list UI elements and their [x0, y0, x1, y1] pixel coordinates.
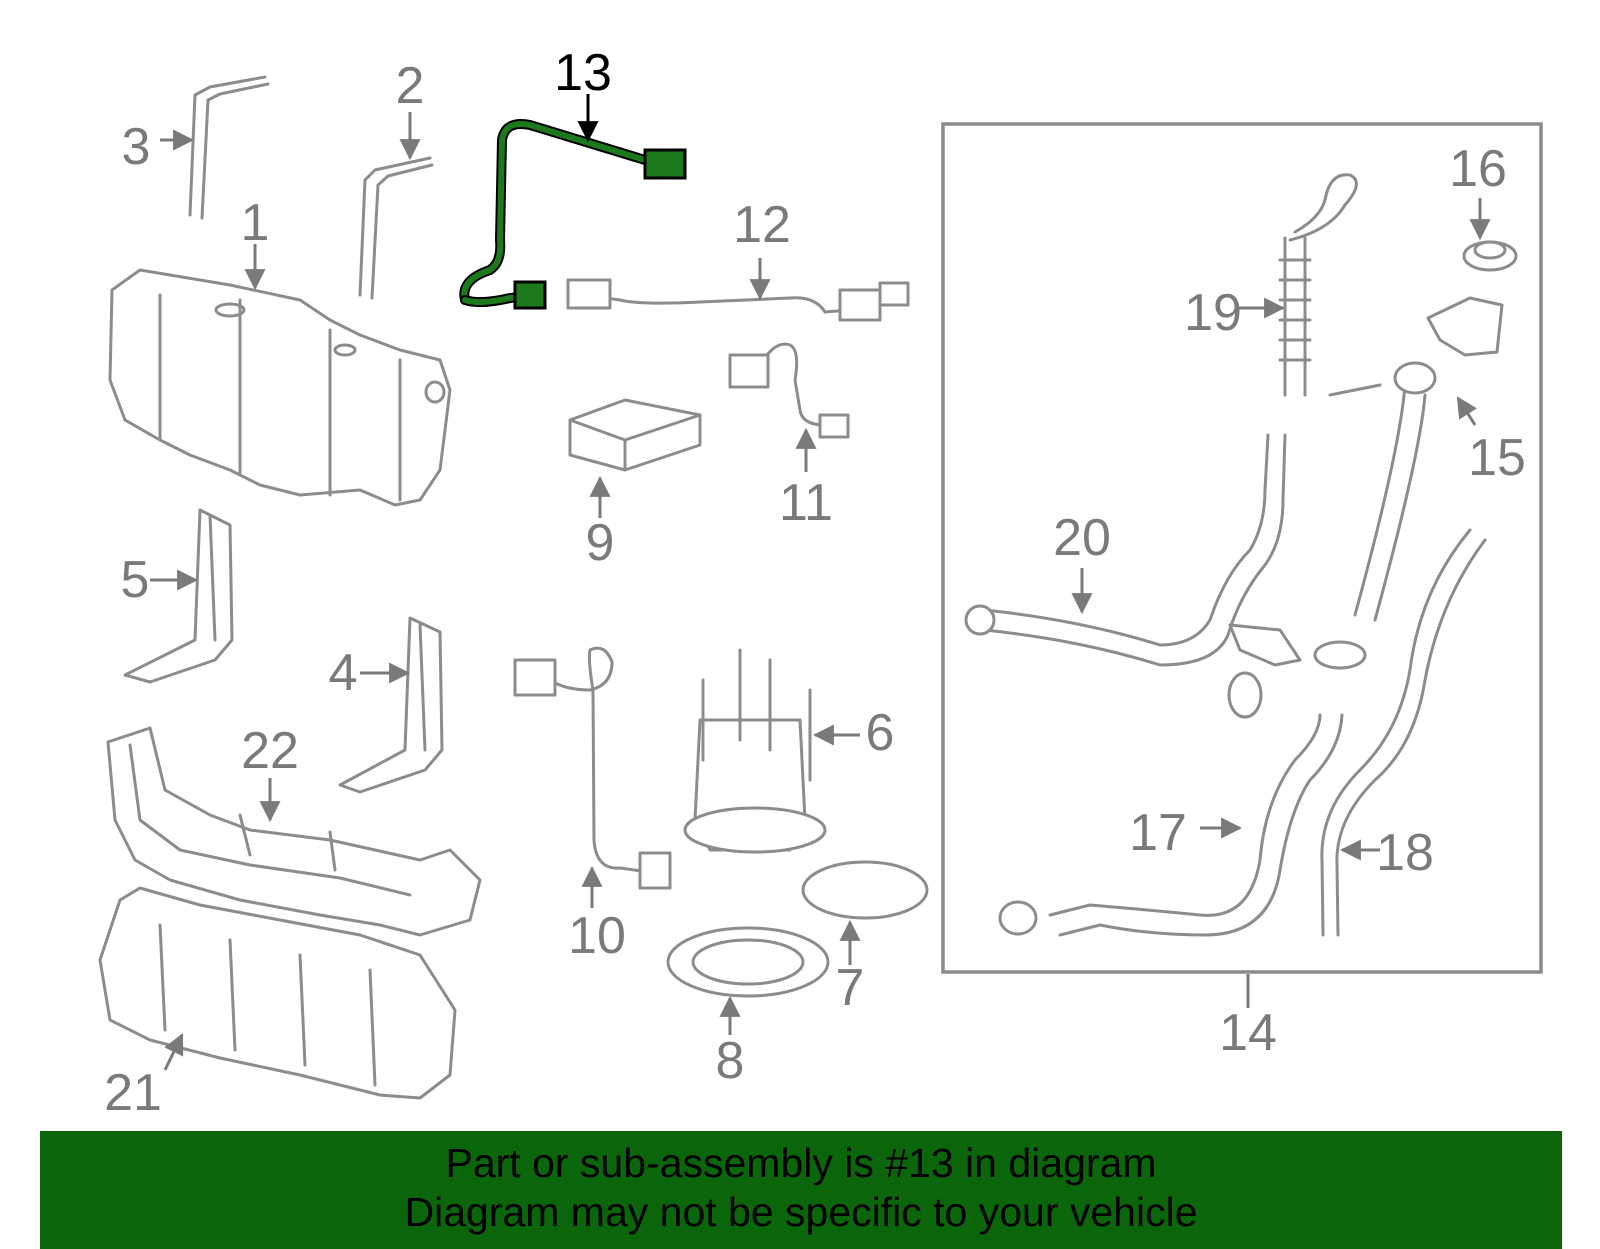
- part-17-hose[interactable]: [1048, 713, 1344, 937]
- filler-pipe[interactable]: [1328, 361, 1437, 622]
- part-1-fuel-tank[interactable]: [108, 268, 452, 507]
- callout-7[interactable]: 7: [836, 959, 865, 1017]
- part-22-skid-frame[interactable]: [106, 726, 482, 937]
- part-10-harness[interactable]: [513, 646, 672, 890]
- part-7-seal[interactable]: [801, 860, 929, 920]
- part-8-lock-ring[interactable]: [666, 926, 830, 998]
- part-16-cap[interactable]: [1462, 240, 1518, 272]
- part-20-hose[interactable]: [964, 433, 1287, 667]
- callout-9[interactable]: 9: [586, 514, 615, 572]
- part-15-housing[interactable]: [1426, 296, 1504, 357]
- callout-8[interactable]: 8: [716, 1032, 745, 1090]
- callout-labels: 1 2 3 4 5 6 7 8 9 10 11 12 13 14 15 16 1…: [104, 44, 1526, 1122]
- part-12-harness[interactable]: [566, 278, 910, 322]
- info-banner: Part or sub-assembly is #13 in diagram D…: [40, 1131, 1562, 1249]
- callout-2[interactable]: 2: [396, 57, 425, 115]
- part-6-fuel-pump[interactable]: [683, 648, 827, 854]
- part-11-sensor[interactable]: [728, 342, 850, 439]
- callout-14[interactable]: 14: [1219, 1004, 1277, 1062]
- callout-10[interactable]: 10: [568, 907, 626, 965]
- callout-22[interactable]: 22: [241, 722, 299, 780]
- callout-16[interactable]: 16: [1449, 140, 1507, 198]
- callout-20[interactable]: 20: [1053, 509, 1111, 567]
- kit-clamps[interactable]: [998, 623, 1367, 936]
- leader-lines: [150, 94, 1491, 1071]
- part-2-strap[interactable]: [358, 156, 434, 300]
- part-5-bracket[interactable]: [123, 508, 234, 684]
- callout-15[interactable]: 15: [1468, 429, 1526, 487]
- part-9-module[interactable]: [568, 398, 702, 472]
- part-13-wiring-harness[interactable]: [459, 119, 687, 310]
- callout-3[interactable]: 3: [122, 118, 151, 176]
- part-21-shield[interactable]: [98, 886, 457, 1100]
- callout-11[interactable]: 11: [779, 474, 833, 532]
- callout-4[interactable]: 4: [329, 644, 358, 702]
- part-3-strap[interactable]: [188, 75, 270, 220]
- callout-13[interactable]: 13: [554, 44, 612, 102]
- part-19-filler-neck[interactable]: [1278, 173, 1358, 397]
- callout-18[interactable]: 18: [1376, 824, 1434, 882]
- callout-5[interactable]: 5: [121, 551, 150, 609]
- part-18-vent-tube[interactable]: [1320, 528, 1487, 937]
- callout-17[interactable]: 17: [1129, 804, 1187, 862]
- callout-19[interactable]: 19: [1184, 284, 1242, 342]
- kit-box-14: [941, 122, 1543, 974]
- part-4-bracket[interactable]: [338, 616, 444, 794]
- callout-6[interactable]: 6: [866, 704, 895, 762]
- callout-12[interactable]: 12: [733, 196, 791, 254]
- banner-part-note: Part or sub-assembly is #13 in diagram: [445, 1140, 1157, 1186]
- banner-disclaimer: Diagram may not be specific to your vehi…: [404, 1189, 1198, 1235]
- callout-1[interactable]: 1: [241, 194, 270, 252]
- callout-21[interactable]: 21: [104, 1064, 162, 1122]
